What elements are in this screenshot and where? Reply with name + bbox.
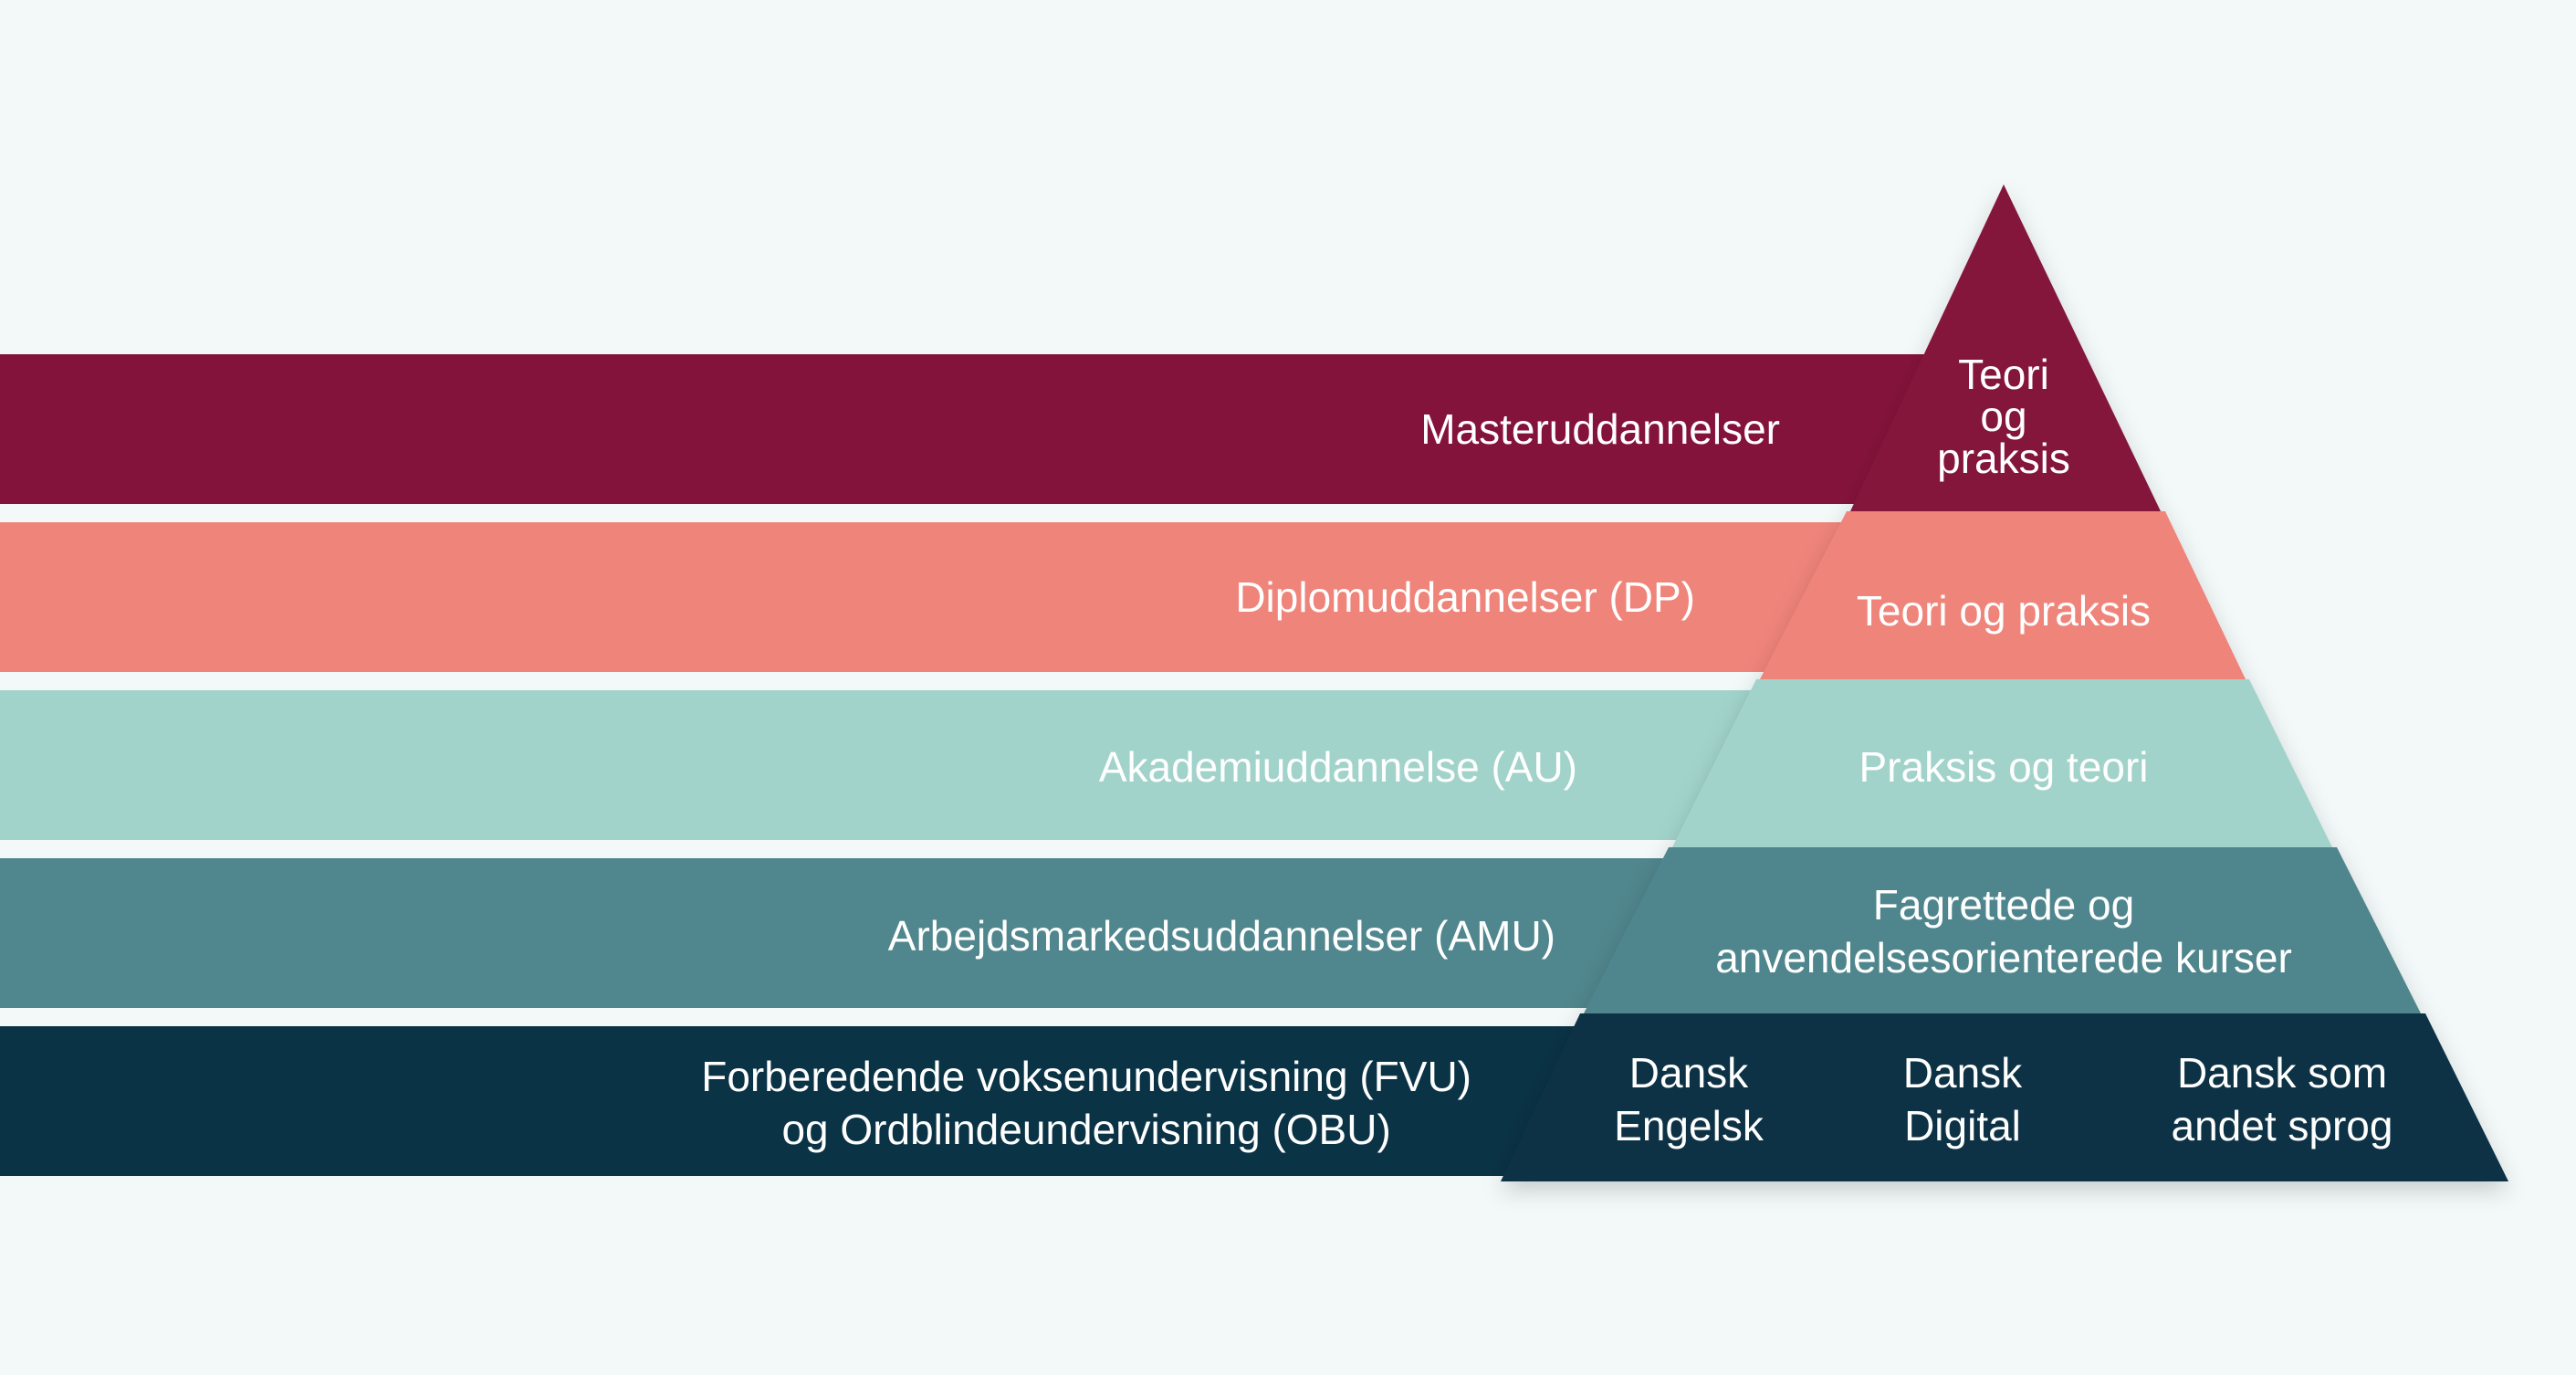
pyramid-tier-5-col2: Dansk Digital bbox=[1826, 1046, 2100, 1152]
pyramid-tier-5-col1: Dansk Engelsk bbox=[1552, 1046, 1826, 1152]
tier5-col2-line2: Digital bbox=[1904, 1102, 2021, 1149]
tier1-line2: og bbox=[1980, 393, 2027, 440]
band-label-akademi: Akademiuddannelse (AU) bbox=[1098, 743, 1577, 791]
band-label-fvu-line: Forberedende voksenundervisning (FVU) bbox=[701, 1053, 1471, 1100]
tier1-line3: praksis bbox=[1937, 435, 2070, 482]
band-amu bbox=[0, 858, 1698, 1008]
pyramid-tier-5-col3: Dansk som andet sprog bbox=[2100, 1046, 2465, 1152]
tier4-line1: Fagrettede og bbox=[1872, 881, 2135, 929]
band-label-master: Masteruddannelser bbox=[1420, 405, 1780, 453]
tier5-col2-line1: Dansk bbox=[1902, 1049, 2023, 1097]
pyramid-tier-3 bbox=[1672, 679, 2332, 847]
pyramid-tier-2-label: Teori og praksis bbox=[1856, 587, 2152, 635]
band-label-amu: Arbejdsmarkedsuddannelser (AMU) bbox=[887, 912, 1555, 960]
tier5-col3-line2: andet sprog bbox=[2171, 1102, 2393, 1149]
pyramid-tier-4-label: Fagrettede og anvendelsesorienterede kur… bbox=[1684, 878, 2323, 984]
pyramid-tier-3-label: Praksis og teori bbox=[1859, 743, 2149, 791]
pyramid-tier-1 bbox=[1850, 184, 2161, 511]
tier5-col1-line1: Dansk bbox=[1628, 1049, 1749, 1097]
band-akademi bbox=[0, 690, 1789, 840]
band-master bbox=[0, 354, 1935, 504]
band-fvu-obu bbox=[0, 1026, 1607, 1176]
tier5-col3-line1: Dansk som bbox=[2176, 1049, 2388, 1097]
tier1-line1: Teori bbox=[1958, 351, 2049, 398]
band-diplom bbox=[0, 522, 1862, 672]
band-label-diplom: Diplomuddannelser (DP) bbox=[1235, 573, 1695, 621]
pyramid-tier-4 bbox=[1584, 847, 2421, 1013]
band-label-obu-line: og Ordblindeundervisning (OBU) bbox=[781, 1106, 1391, 1153]
pyramid-tier-5 bbox=[1501, 1013, 2508, 1181]
band-label-fvu-obu: Forberedende voksenundervisning (FVU) og… bbox=[701, 1050, 1471, 1156]
tier4-line2: anvendelsesorienterede kurser bbox=[1715, 934, 2292, 981]
pyramid-tier-1-label: Teori og praksis bbox=[1912, 353, 2095, 479]
tier5-col1-line2: Engelsk bbox=[1614, 1102, 1764, 1149]
pyramid-tier-2 bbox=[1760, 511, 2246, 679]
